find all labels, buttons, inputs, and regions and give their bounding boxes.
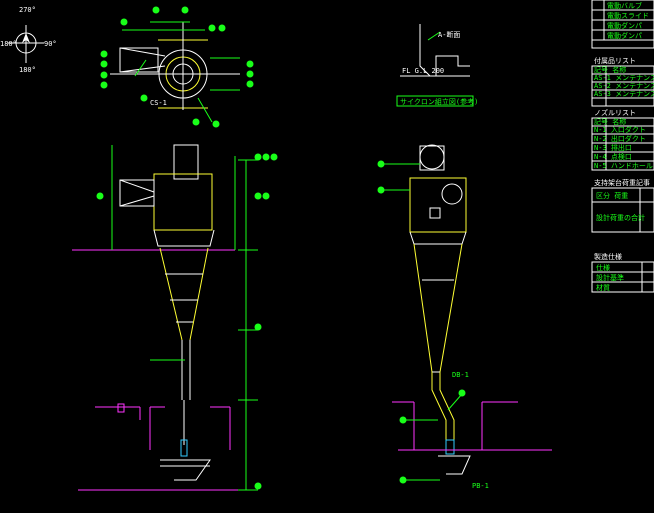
table5-row1: 仕様 [596, 263, 610, 272]
table1-row2: 電動スライド [607, 11, 649, 20]
table3-title: ノズルリスト [594, 108, 636, 117]
detail-a-label: A-断面 [438, 30, 460, 39]
table-frames [591, 0, 654, 293]
table2-title: 付属品リスト [594, 56, 636, 65]
table1-row3: 電動ダンパ [607, 21, 642, 30]
table5-row3: 材質 [596, 283, 610, 292]
title-box-frame [396, 95, 474, 107]
title-box-text: サイクロン組立図(参考) [400, 97, 478, 106]
detail-b-label: FL G.L 200 [402, 67, 444, 75]
table1-row4: 電動ダンパ [607, 31, 642, 40]
table1-row1: 電動バルブ [607, 1, 642, 10]
compass-south-label: 180° [19, 66, 36, 74]
table3-row3: N-2 出口ダクト [594, 134, 646, 143]
table5-row2: 設計基準 [596, 273, 624, 282]
side-joint-tag: DB-1 [452, 371, 469, 379]
side-bottom-tag: PB-1 [472, 482, 489, 490]
table2-row3: AS-2 メンテナンス口付 [594, 81, 654, 90]
plan-view [100, 6, 254, 128]
table2-row4: AS-3 メンテナンス [594, 90, 654, 98]
front-elevation [72, 144, 278, 491]
plan-view-tag: CS-1 [150, 99, 167, 107]
table4-row1: 区分 荷重 [596, 191, 628, 200]
compass-west-label: 180° [0, 40, 17, 48]
table3-row5: N-4 点検口 [594, 152, 632, 161]
compass-north-label: 270° [19, 6, 36, 14]
detail-sketch [400, 24, 470, 77]
table4-row2: 設計荷重の合計 [596, 213, 645, 222]
table3-row6: N-5 ハンドホール [594, 162, 653, 170]
table4-title: 支持架台荷重記事 [594, 178, 650, 187]
table2-row1: 記号 名称 [594, 65, 626, 74]
table5-title: 製造仕様 [594, 252, 622, 261]
table2-row2: AS-1 メンテナンス口付 [594, 73, 654, 82]
table3-row1: 記号 名称 [594, 117, 626, 126]
table3-row4: N-3 排出口 [594, 143, 632, 152]
compass-east-label: 90° [44, 40, 57, 48]
side-elevation [377, 144, 552, 484]
compass-symbol [8, 25, 44, 63]
table3-row2: N-1 入口ダクト [594, 125, 646, 134]
